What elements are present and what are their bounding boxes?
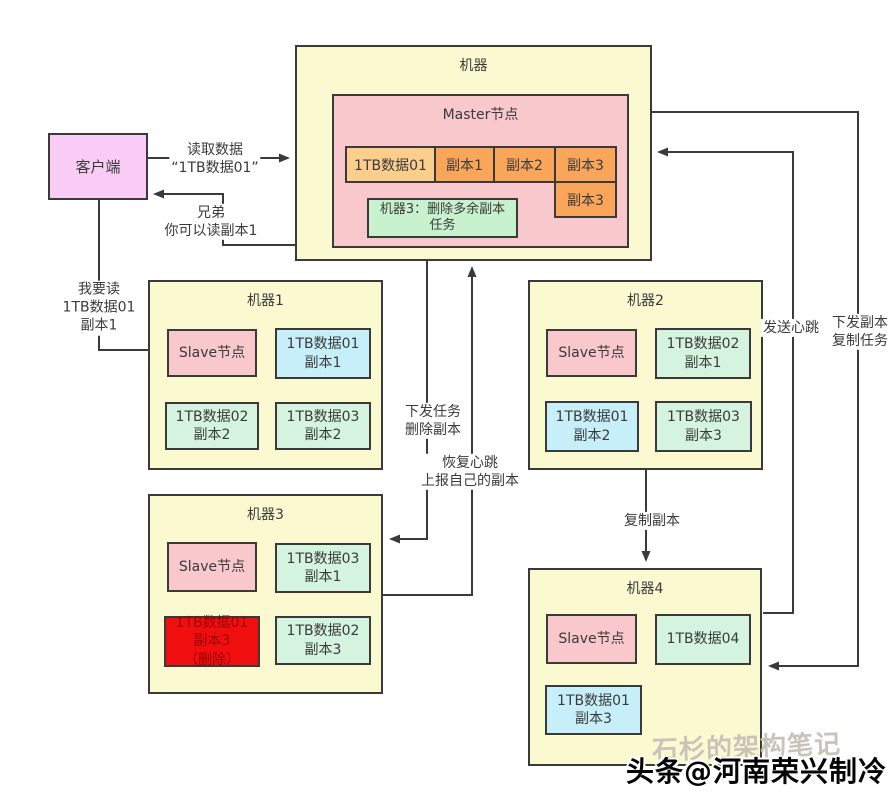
block-line: 1TB数据01	[555, 409, 629, 426]
label-client-read: 我要读 1TB数据01 副本1	[60, 280, 138, 336]
label-copy-replica: 复制副本	[622, 511, 682, 531]
block-line: 1TB数据02	[666, 336, 740, 353]
block-line: 1TB数据01	[557, 692, 630, 709]
block-line: 1TB数据01	[175, 615, 249, 632]
master-machine-box: 机器 Master节点 1TB数据01 副本1 副本2 副本3 副本3 机器3：…	[295, 45, 652, 261]
machine2-block-data02: 1TB数据02 副本1	[655, 328, 751, 379]
block-line: 副本1	[304, 569, 342, 585]
block-line: 1TB数据03	[286, 408, 360, 425]
machine1-block-data02: 1TB数据02 副本2	[165, 402, 259, 450]
machine1-slave-node: Slave节点	[167, 329, 257, 377]
machine1-box: 机器1 Slave节点 1TB数据01 副本1 1TB数据02 副本2 1TB数…	[148, 280, 383, 470]
master-node-box: Master节点 1TB数据01 副本1 副本2 副本3 副本3 机器3：删除多…	[332, 94, 629, 248]
replica-cell-3: 副本3	[554, 146, 617, 183]
label-recover-heartbeat: 恢复心跳 上报自己的副本	[419, 453, 521, 491]
machine4-box: 机器4 Slave节点 1TB数据04 1TB数据01 副本3	[528, 568, 762, 766]
replica-cell-1: 副本1	[434, 146, 495, 183]
master-machine-title: 机器	[459, 58, 488, 74]
block-line: 副本3	[575, 711, 612, 727]
machine2-block-data01: 1TB数据01 副本2	[545, 401, 639, 452]
label-send-heartbeat: 发送心跳	[761, 318, 821, 338]
delete-task-box: 机器3：删除多余副本 任务	[367, 198, 518, 238]
machine1-block-data03: 1TB数据03 副本2	[275, 402, 371, 450]
slave-node-label: Slave节点	[178, 344, 246, 361]
machine1-title: 机器1	[247, 293, 284, 309]
block-line: 副本2	[573, 427, 611, 444]
replica-cell-2: 副本2	[493, 146, 556, 183]
machine4-block-data01: 1TB数据01 副本3	[545, 685, 642, 735]
machine4-title: 机器4	[626, 581, 664, 597]
label-delete-task: 下发任务 删除副本	[403, 402, 463, 440]
machine4-slave-node: Slave节点	[546, 614, 637, 664]
machine2-slave-node: Slave节点	[546, 329, 637, 377]
client-box: 客户端	[48, 133, 148, 200]
block-line: （删除）	[184, 651, 240, 668]
extra-replica-cell: 副本3	[554, 181, 617, 218]
machine2-box: 机器2 Slave节点 1TB数据02 副本1 1TB数据01 副本2 1TB数…	[528, 280, 763, 470]
machine3-block-data01-deleted: 1TB数据01 副本3 （删除）	[164, 615, 260, 668]
label-replicate-task: 下发副本 复制任务	[830, 313, 890, 351]
watermark-front-text: 头条@河南荣兴制冷	[626, 755, 888, 788]
replica-cell-row: 1TB数据01 副本1 副本2 副本3	[345, 146, 617, 183]
machine3-title: 机器3	[247, 507, 284, 523]
machine3-block-data03: 1TB数据03 副本1	[275, 543, 371, 593]
block-line: 副本3	[193, 633, 231, 650]
machine3-slave-node: Slave节点	[167, 542, 257, 592]
slave-node-label: Slave节点	[178, 558, 246, 575]
machine1-block-data01: 1TB数据01 副本1	[275, 328, 371, 379]
block-line: 1TB数据03	[286, 550, 360, 567]
machine3-box: 机器3 Slave节点 1TB数据03 副本1 1TB数据01 副本3 （删除）…	[148, 494, 383, 694]
block-line: 1TB数据02	[286, 623, 360, 640]
block-line: 副本3	[304, 641, 342, 658]
slave-node-label: Slave节点	[558, 344, 625, 361]
block-line: 副本1	[684, 354, 722, 371]
delete-task-line1: 机器3：删除多余副本	[379, 201, 506, 217]
block-line: 1TB数据04	[666, 631, 740, 648]
label-read-request: 读取数据 “1TB数据01”	[169, 140, 261, 178]
block-line: 副本3	[685, 427, 722, 444]
block-line: 1TB数据01	[286, 336, 360, 353]
data-cell: 1TB数据01	[345, 146, 436, 183]
machine2-block-data03: 1TB数据03 副本3	[655, 401, 752, 452]
master-node-title: Master节点	[442, 107, 519, 123]
block-line: 副本1	[304, 354, 342, 371]
block-line: 副本2	[193, 427, 231, 443]
client-label: 客户端	[75, 158, 121, 176]
block-line: 1TB数据03	[667, 409, 740, 426]
machine3-block-data02: 1TB数据02 副本3	[275, 616, 371, 665]
machine2-title: 机器2	[627, 293, 664, 309]
block-line: 副本2	[304, 427, 342, 443]
machine4-block-data04: 1TB数据04	[655, 614, 751, 665]
label-read-reply: 兄弟 你可以读副本1	[162, 203, 260, 241]
edge-delete-task	[389, 261, 428, 544]
block-line: 1TB数据02	[175, 408, 249, 425]
slave-node-label: Slave节点	[558, 630, 625, 647]
delete-task-line2: 任务	[429, 218, 456, 233]
